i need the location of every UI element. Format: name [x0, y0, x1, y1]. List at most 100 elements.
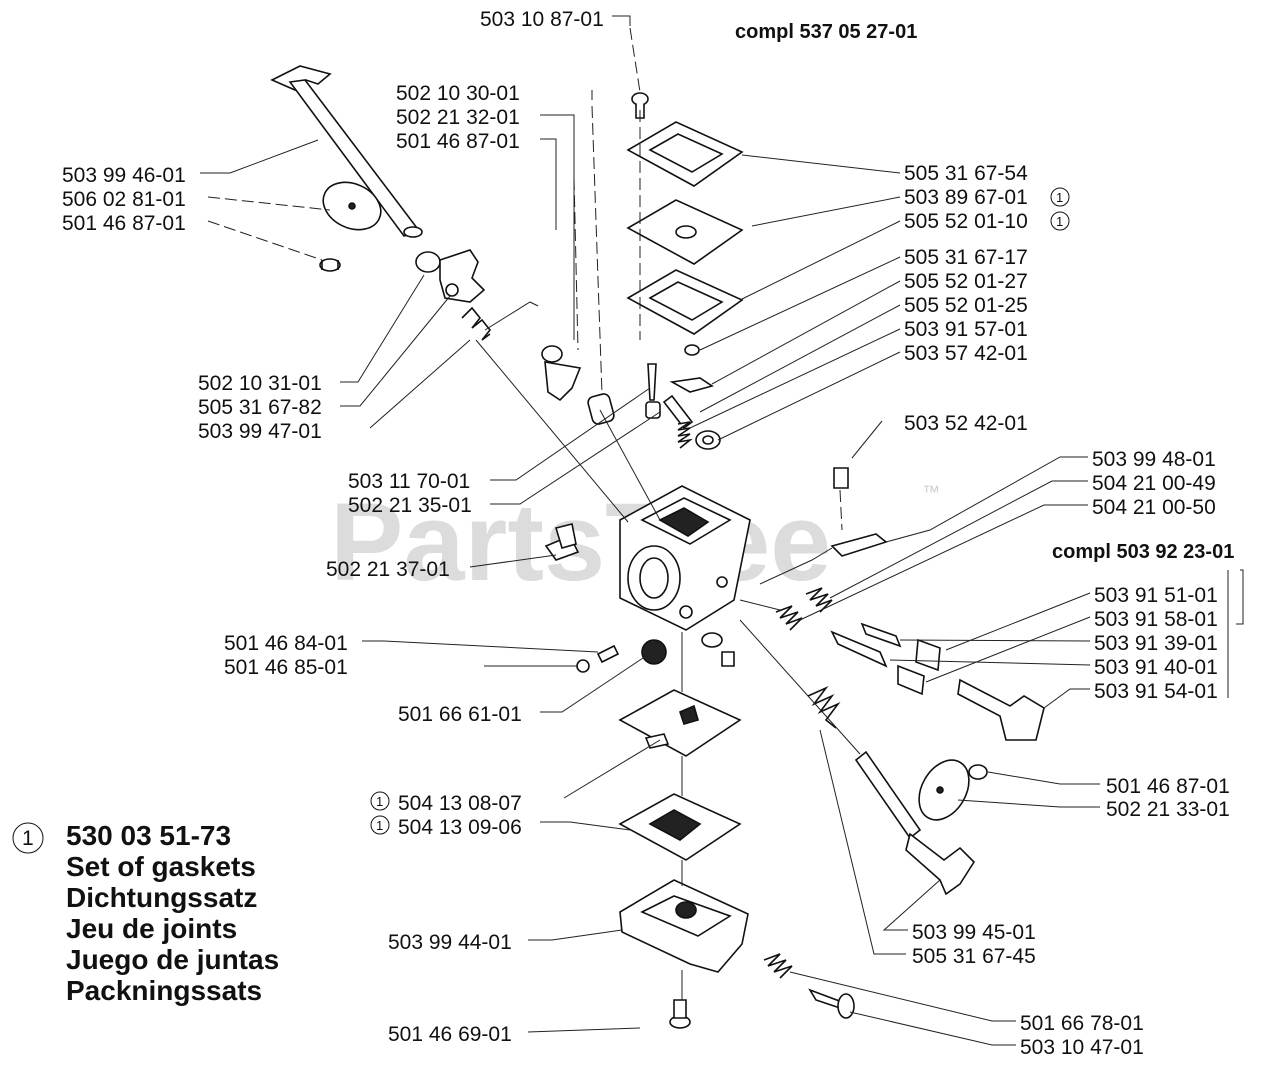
choke-shaft [270, 65, 423, 238]
choke-spring [461, 301, 539, 341]
label-505-31-67-17: 505 31 67-17 [904, 246, 1028, 269]
gasket-set-marker-2-text: 1 [1056, 214, 1063, 229]
label-502-21-37-01: 502 21 37-01 [326, 558, 450, 581]
nozzle-washer [701, 632, 723, 648]
kit-title-top: compl 537 05 27-01 [735, 21, 917, 43]
limiter-cap-tool [957, 678, 1045, 741]
screen-screw [684, 344, 700, 356]
label-501-46-87-01-b: 501 46 87-01 [62, 212, 186, 235]
part-labels: 503 10 87-01 502 10 30-01 502 21 32-01 5… [62, 8, 1230, 1059]
carburetor-body [619, 485, 751, 631]
label-504-21-00-49: 504 21 00-49 [1092, 472, 1216, 495]
kit-title-right: compl 503 92 23-01 [1052, 541, 1234, 563]
label-504-13-08-07: 504 13 08-07 [398, 792, 522, 815]
gasket-set-name-es: Juego de juntas [66, 944, 279, 975]
gasket-set-name-sv: Packningssats [66, 975, 262, 1006]
label-503-91-39-01: 503 91 39-01 [1094, 632, 1218, 655]
limiter-cap-low [897, 664, 925, 696]
label-501-46-85-01: 501 46 85-01 [224, 656, 348, 679]
label-501-46-84-01: 501 46 84-01 [224, 632, 348, 655]
gasket-set-marker-4-text: 1 [376, 818, 383, 833]
cover-screw [631, 92, 649, 106]
label-506-02-81-01: 506 02 81-01 [62, 188, 186, 211]
nozzle-screw [721, 651, 735, 667]
choke-valve-hole [348, 202, 356, 210]
kit-bracket-upper [1236, 569, 1244, 625]
label-503-99-45-01: 503 99 45-01 [912, 921, 1036, 944]
label-503-91-54-01: 503 91 54-01 [1094, 680, 1218, 703]
label-503-99-48-01: 503 99 48-01 [1092, 448, 1216, 471]
gasket-set-legend: 1 530 03 51-73 Set of gaskets Dichtungss… [12, 820, 279, 1006]
label-502-21-33-01: 502 21 33-01 [1106, 798, 1230, 821]
needle-lever [669, 377, 714, 393]
label-505-52-01-10: 505 52 01-10 [904, 210, 1028, 233]
idle-screw-spring [763, 953, 793, 979]
throttle-valve-screw [968, 764, 988, 780]
watermark-brand: PartsTree [330, 481, 831, 604]
label-503-99-47-01: 503 99 47-01 [198, 420, 322, 443]
gasket-set-marker-4 [370, 815, 390, 835]
throttle-lever [544, 361, 582, 402]
label-502-10-31-01: 502 10 31-01 [198, 372, 322, 395]
label-505-52-01-27: 505 52 01-27 [904, 270, 1028, 293]
label-505-31-67-54: 505 31 67-54 [904, 162, 1028, 185]
metering-cover [619, 879, 749, 973]
gasket-set-part-number: 530 03 51-73 [66, 820, 231, 851]
throttle-screw [541, 345, 563, 363]
label-501-46-69-01: 501 46 69-01 [388, 1023, 512, 1046]
gasket-set-marker-2 [1050, 211, 1070, 231]
label-502-21-32-01: 502 21 32-01 [396, 106, 520, 129]
watermark-trademark: ™ [922, 482, 940, 502]
carburetor-parts [270, 65, 1045, 1029]
leader-lines [200, 15, 1100, 1046]
label-505-52-01-25: 505 52 01-25 [904, 294, 1028, 317]
gasket-set-name-de: Dichtungssatz [66, 882, 257, 913]
fuel-ball [576, 659, 590, 673]
label-504-21-00-50: 504 21 00-50 [1092, 496, 1216, 519]
filter-screen [641, 639, 667, 665]
high-needle [860, 622, 902, 648]
gasket-set-marker-3-text: 1 [376, 794, 383, 809]
label-503-89-67-01: 503 89 67-01 [904, 186, 1028, 209]
label-501-66-78-01: 501 66 78-01 [1020, 1012, 1144, 1035]
low-needle [830, 630, 888, 668]
legend-marker [12, 822, 44, 854]
label-501-66-61-01: 501 66 61-01 [398, 703, 522, 726]
label-503-91-40-01: 503 91 40-01 [1094, 656, 1218, 679]
throttle-shaft-lever [905, 832, 976, 896]
needle-spring-high [805, 587, 833, 613]
label-503-57-42-01: 503 57 42-01 [904, 342, 1028, 365]
idle-plug [833, 467, 849, 489]
inlet-needle [647, 363, 657, 401]
label-504-13-09-06: 504 13 09-06 [398, 816, 522, 839]
metering-diaphragm [618, 689, 742, 757]
label-501-46-87-01-c: 501 46 87-01 [1106, 775, 1230, 798]
choke-bushing [415, 251, 441, 273]
choke-detent-lever [439, 249, 486, 303]
gasket-set-name-en: Set of gaskets [66, 851, 256, 882]
limiter-cap-high [915, 638, 941, 672]
needle-pin-bushing [645, 401, 661, 419]
throttle-bushing [587, 393, 615, 425]
gasket-set-name-fr: Jeu de joints [66, 913, 237, 944]
label-501-46-87-01-a: 501 46 87-01 [396, 130, 520, 153]
label-503-91-58-01: 503 91 58-01 [1094, 608, 1218, 631]
needle-axle [662, 394, 694, 430]
label-503-52-42-01: 503 52 42-01 [904, 412, 1028, 435]
fuel-return-tube [830, 533, 888, 557]
legend-marker-text: 1 [22, 827, 34, 850]
label-503-11-70-01: 503 11 70-01 [348, 470, 470, 493]
label-503-99-44-01: 503 99 44-01 [388, 931, 512, 954]
label-503-10-87-01: 503 10 87-01 [480, 8, 604, 31]
label-505-31-67-45: 505 31 67-45 [912, 945, 1036, 968]
label-505-31-67-82: 505 31 67-82 [198, 396, 322, 419]
label-502-10-30-01: 502 10 30-01 [396, 82, 520, 105]
label-503-99-46-01: 503 99 46-01 [62, 164, 186, 187]
gasket-set-marker-1-text: 1 [1056, 190, 1063, 205]
choke-screw [319, 258, 341, 272]
gasket-set-marker-3 [370, 791, 390, 811]
needle-spring [677, 421, 693, 449]
throttle-shaft [854, 750, 922, 840]
